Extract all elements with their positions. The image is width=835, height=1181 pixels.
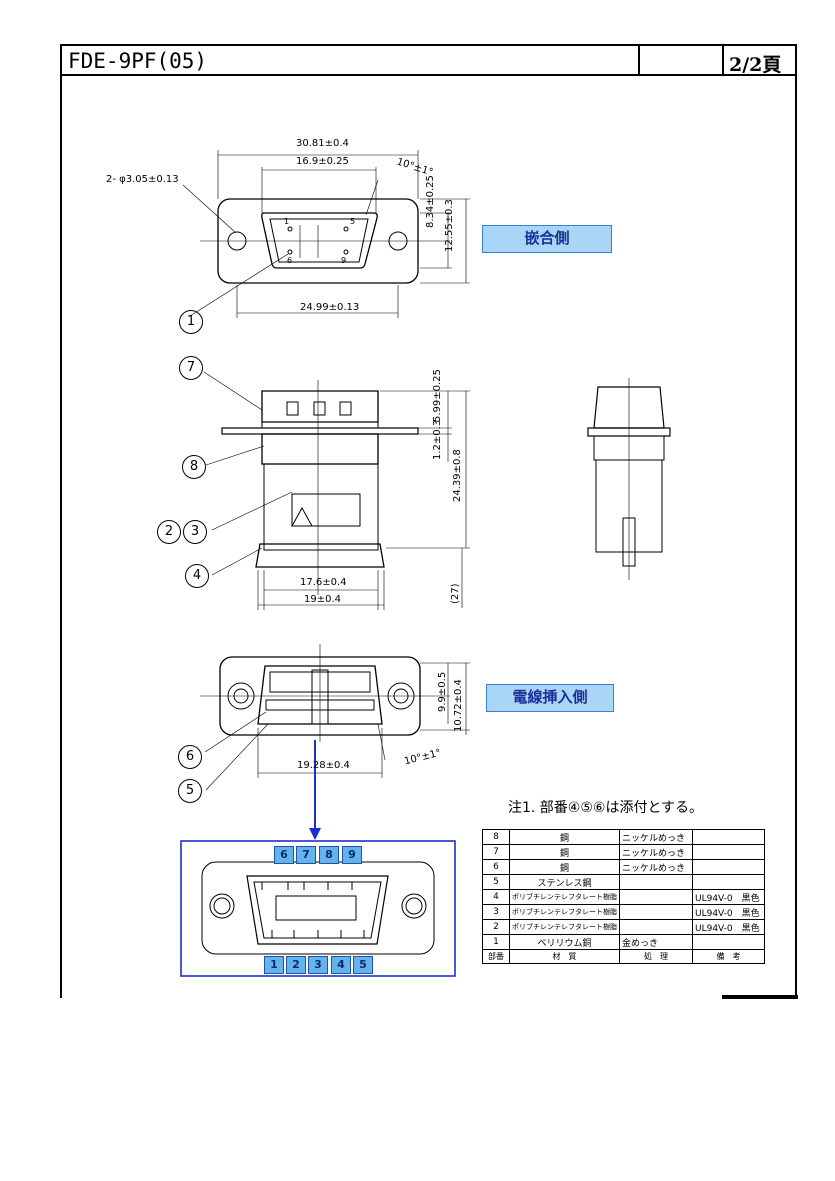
pin-number-box: 3 xyxy=(308,956,328,974)
balloon-part: 6 xyxy=(178,745,202,769)
dim-shell-width: 16.9±0.25 xyxy=(296,156,349,167)
pin-number-box: 7 xyxy=(296,846,316,864)
dim-hole-pitch: 24.99±0.13 xyxy=(300,302,360,313)
end-view xyxy=(587,378,671,580)
part-remarks xyxy=(692,859,765,875)
drawing-title: FDE-9PF(05) xyxy=(68,49,208,73)
dim-shell-height: 8.34±0.25 xyxy=(425,175,436,228)
dim-cover-width: 19±0.4 xyxy=(304,594,342,605)
dim-body-length: 24.39±0.8 xyxy=(452,449,463,502)
part-remarks xyxy=(692,934,765,950)
part-material: ステンレス鋼 xyxy=(509,874,620,890)
table-header-row: 部番材 質処 理備 考 xyxy=(482,949,765,964)
part-finish: 金めっき xyxy=(619,934,693,950)
part-no: 8 xyxy=(482,829,510,845)
part-material: ポリブチレンテレフタレート樹脂 xyxy=(509,889,620,905)
header-remarks: 備 考 xyxy=(692,949,765,964)
dim-hood-width: 17.6±0.4 xyxy=(300,577,347,588)
part-no: 3 xyxy=(482,904,510,920)
title-block: FDE-9PF(05) 2/2頁 xyxy=(60,44,797,76)
dim-rear-height: 9.9±0.5 xyxy=(437,671,448,712)
part-finish: ニッケルめっき xyxy=(619,844,693,860)
pin-label: 5 xyxy=(350,217,356,226)
dim-flange-height: 12.55±0.3 xyxy=(444,199,455,252)
balloon-part: 2 xyxy=(157,520,181,544)
dim-reference: (27) xyxy=(450,583,461,604)
dim-rear-flange-height: 10.72±0.4 xyxy=(453,679,464,732)
part-finish xyxy=(619,919,693,935)
dim-hole-diameter: 2- φ3.05±0.13 xyxy=(106,174,179,185)
part-remarks: UL94V-0 黒色 xyxy=(692,919,765,935)
balloon-part: 8 xyxy=(182,455,206,479)
part-finish: ニッケルめっき xyxy=(619,829,693,845)
dim-rear-width: 19.28±0.4 xyxy=(297,760,350,771)
part-no: 4 xyxy=(482,889,510,905)
pin-label: 6 xyxy=(287,256,293,265)
pin-number-box: 9 xyxy=(342,846,362,864)
balloon-part: 3 xyxy=(183,520,207,544)
part-finish: ニッケルめっき xyxy=(619,859,693,875)
part-material: ポリブチレンテレフタレート樹脂 xyxy=(509,919,620,935)
balloon-part: 7 xyxy=(179,356,203,380)
part-remarks xyxy=(692,844,765,860)
mating-side-label: 嵌合側 xyxy=(482,225,612,253)
balloon-part: 1 xyxy=(179,310,203,334)
pin-number-box: 1 xyxy=(264,956,284,974)
part-remarks xyxy=(692,829,765,845)
rear-view-wire-side xyxy=(200,644,470,791)
part-material: 鋼 xyxy=(509,844,620,860)
pin-number-box: 5 xyxy=(353,956,373,974)
dim-flange-thickness: 1.2±0.3 xyxy=(432,419,443,460)
balloon-part: 4 xyxy=(185,564,209,588)
part-material: 鋼 xyxy=(509,859,620,875)
part-finish xyxy=(619,889,693,905)
front-view-mating xyxy=(182,150,470,318)
header-part-no: 部番 xyxy=(482,949,510,964)
pin-number-box: 6 xyxy=(274,846,294,864)
title-block-blank-cell xyxy=(638,46,724,74)
part-material: ベリリウム銅 xyxy=(509,934,620,950)
part-remarks xyxy=(692,874,765,890)
pin-label: 1 xyxy=(284,217,290,226)
part-material: 鋼 xyxy=(509,829,620,845)
part-remarks: UL94V-0 黒色 xyxy=(692,889,765,905)
pin-label: 9 xyxy=(341,256,347,265)
wire-side-label: 電線挿入側 xyxy=(486,684,614,712)
frame-end-mark xyxy=(722,995,798,999)
dim-shell-depth: 5.99±0.25 xyxy=(432,369,443,422)
part-no: 1 xyxy=(482,934,510,950)
side-view xyxy=(203,371,470,610)
pin-detail-drawing xyxy=(201,861,435,955)
page-number: 2/2頁 xyxy=(729,54,782,76)
part-remarks: UL94V-0 黒色 xyxy=(692,904,765,920)
part-no: 7 xyxy=(482,844,510,860)
pin-number-box: 8 xyxy=(319,846,339,864)
balloon-part: 5 xyxy=(178,779,202,803)
dim-overall-width: 30.81±0.4 xyxy=(296,138,349,149)
pin-number-box: 2 xyxy=(286,956,306,974)
part-finish xyxy=(619,904,693,920)
part-no: 5 xyxy=(482,874,510,890)
header-finish: 処 理 xyxy=(619,949,693,964)
part-material: ポリブチレンテレフタレート樹脂 xyxy=(509,904,620,920)
part-no: 6 xyxy=(482,859,510,875)
pin-detail-box xyxy=(180,840,456,977)
part-no: 2 xyxy=(482,919,510,935)
pin-number-box: 4 xyxy=(331,956,351,974)
drawing-note: 注1. 部番④⑤⑥は添付とする。 xyxy=(508,800,704,816)
part-finish xyxy=(619,874,693,890)
header-material: 材 質 xyxy=(509,949,620,964)
